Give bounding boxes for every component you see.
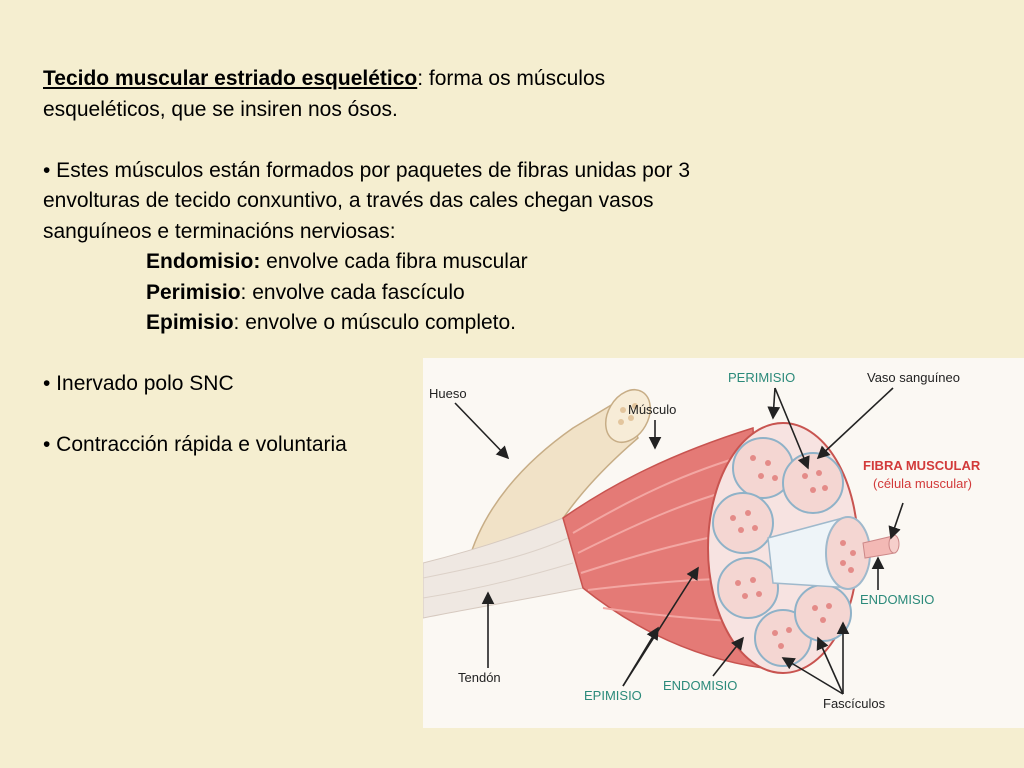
label-celula: (célula muscular) bbox=[873, 476, 972, 491]
label-endomisio-right: ENDOMISIO bbox=[860, 592, 934, 607]
leader-lines bbox=[454, 387, 904, 695]
text-block: Tecido muscular estriado esquelético: fo… bbox=[43, 64, 843, 461]
bullet1-line-3: sanguíneos e terminacións nerviosas: bbox=[43, 219, 396, 243]
epimisio-line: Epimisio: envolve o músculo completo. bbox=[43, 308, 843, 339]
label-fasciculos: Fascículos bbox=[823, 696, 886, 711]
spacer bbox=[43, 125, 843, 156]
label-musculo: Músculo bbox=[628, 402, 676, 417]
intro-line-1: Tecido muscular estriado esquelético: fo… bbox=[43, 64, 843, 95]
intro-rest: : forma os músculos bbox=[417, 67, 606, 90]
endomisio-term: Endomisio: bbox=[146, 250, 261, 273]
slide-title: Tecido muscular estriado esquelético bbox=[43, 67, 418, 90]
bullet1-line-2: envolturas de tecido conxuntivo, a travé… bbox=[43, 189, 654, 212]
endomisio-line: Endomisio: envolve cada fibra muscular bbox=[43, 247, 843, 278]
perimisio-term: Perimisio bbox=[146, 280, 241, 304]
label-perimisio: PERIMISIO bbox=[728, 370, 795, 385]
epimisio-term: Epimisio bbox=[146, 311, 234, 334]
label-fibra: FIBRA MUSCULAR bbox=[863, 458, 981, 473]
perimisio-line: Perimisio: envolve cada fascículo bbox=[43, 278, 843, 309]
bullet2: • Inervado polo SNC bbox=[43, 372, 234, 395]
bone-end bbox=[604, 389, 652, 443]
label-endomisio-bottom: ENDOMISIO bbox=[663, 678, 737, 693]
bullet3: • Contracción rápida e voluntaria bbox=[43, 433, 347, 456]
endomisio-def: envolve cada fibra muscular bbox=[260, 250, 528, 273]
epimisio-def: : envolve o músculo completo. bbox=[233, 311, 517, 334]
label-epimisio: EPIMISIO bbox=[584, 688, 642, 703]
label-tendon: Tendón bbox=[458, 670, 501, 685]
label-vaso: Vaso sanguíneo bbox=[867, 370, 960, 385]
bullet1-line-1: • Estes músculos están formados por paqu… bbox=[43, 158, 691, 182]
muscle-diagram: Hueso Músculo PERIMISIO Vaso sanguíneo F… bbox=[423, 370, 981, 711]
fiber-dots bbox=[730, 455, 832, 649]
perimisio-def: : envolve cada fascículo bbox=[240, 280, 465, 304]
label-hueso: Hueso bbox=[429, 386, 467, 401]
muscle-anatomy-figure: Hueso Músculo PERIMISIO Vaso sanguíneo F… bbox=[423, 358, 1024, 728]
intro-line-2: esqueléticos, que se insiren nos ósos. bbox=[43, 97, 398, 121]
